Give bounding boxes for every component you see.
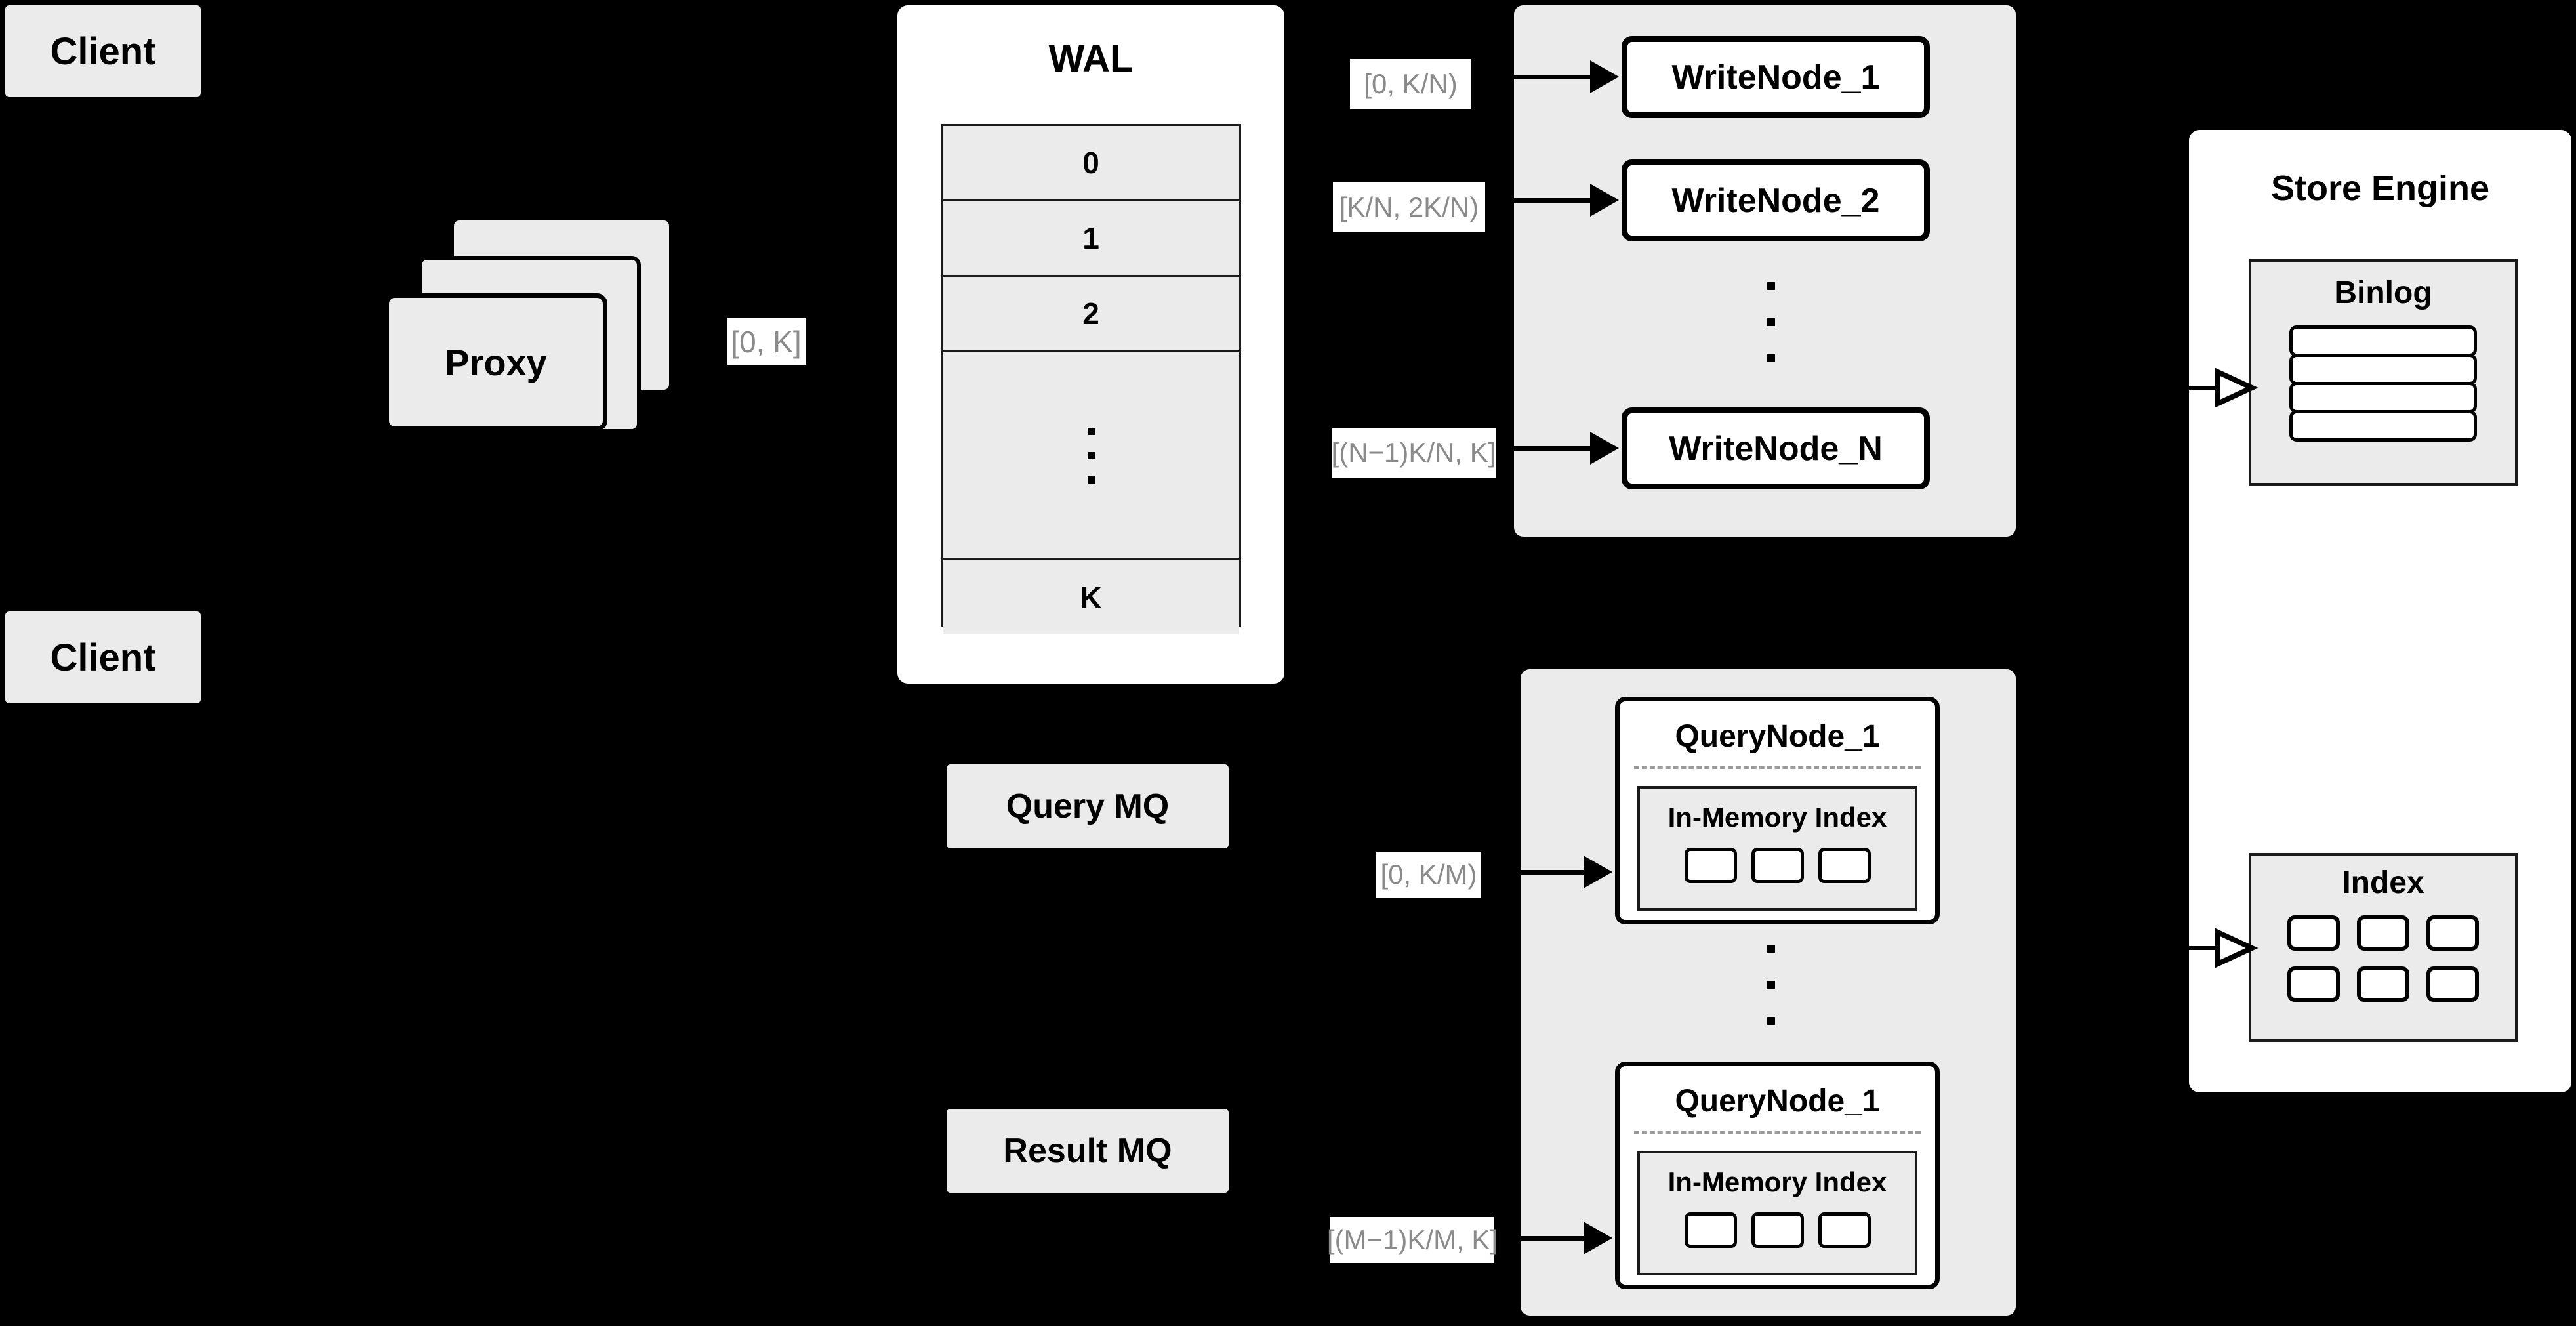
binlog-bar[interactable] [2289, 410, 2477, 442]
index-cell[interactable] [1751, 1212, 1804, 1248]
ellipsis-dot [1767, 354, 1775, 362]
query-node-box-2[interactable]: QueryNode_1 In-Memory Index [1615, 1062, 1940, 1289]
ellipsis-dot [1087, 476, 1095, 484]
arrow-head-open-index [2215, 928, 2259, 968]
index-cell[interactable] [2287, 915, 2340, 951]
binlog-bars [2289, 325, 2477, 442]
range-label-write-node-2: [K/N, 2K/N) [1333, 182, 1485, 232]
binlog-bar[interactable] [2289, 354, 2477, 385]
query-cluster-ellipsis [1767, 945, 1775, 1025]
store-engine-title: Store Engine [2270, 169, 2490, 208]
wal-row[interactable]: 1 [943, 201, 1239, 277]
ellipsis-dot [1087, 451, 1095, 459]
arrow-head-write-n [1590, 432, 1619, 465]
wal-row[interactable]: 2 [943, 277, 1239, 352]
arrow-head-query-m [1584, 1222, 1612, 1254]
client-label-2: Client [50, 636, 156, 679]
wal-row-label: 1 [1082, 221, 1099, 255]
query-mq-box[interactable]: Query MQ [947, 764, 1229, 848]
wal-table: 0 1 2 K [941, 124, 1241, 634]
write-node-label-n: WriteNode_N [1669, 429, 1883, 468]
wal-row[interactable]: K [943, 560, 1239, 634]
proxy-label: Proxy [445, 341, 547, 383]
query-node-box-1[interactable]: QueryNode_1 In-Memory Index [1615, 697, 1940, 924]
arrow-head-write-2 [1590, 184, 1619, 217]
ellipsis-dot [1767, 945, 1775, 953]
ellipsis-dot [1767, 1017, 1775, 1025]
in-memory-index-title-2: In-Memory Index [1667, 1167, 1887, 1197]
binlog-bar[interactable] [2289, 382, 2477, 413]
wal-row-label: 2 [1082, 297, 1099, 331]
query-node-title-1: QueryNode_1 [1675, 719, 1880, 754]
index-cells-row-2 [2251, 966, 2515, 1002]
range-label-query-node-m: [(M−1)K/M, K] [1327, 1217, 1498, 1263]
write-node-box-1[interactable]: WriteNode_1 [1622, 36, 1930, 118]
index-group: Index [2249, 853, 2518, 1042]
binlog-group: Binlog [2249, 259, 2518, 486]
range-label-write-node-1: [0, K/N) [1350, 59, 1471, 109]
in-memory-index-cells-1 [1640, 848, 1915, 883]
write-node-box-n[interactable]: WriteNode_N [1622, 407, 1930, 489]
index-cell[interactable] [2357, 915, 2409, 951]
index-cell[interactable] [1684, 848, 1737, 883]
client-box-2[interactable]: Client [5, 611, 201, 703]
index-cell[interactable] [2426, 966, 2479, 1002]
ellipsis-dot [1767, 282, 1775, 290]
arrow-line-query-1 [1521, 870, 1593, 875]
arrow-line-binlog [2184, 386, 2218, 390]
result-mq-box[interactable]: Result MQ [947, 1109, 1229, 1193]
wal-row[interactable]: 0 [943, 126, 1239, 201]
index-cells-row-1 [2251, 915, 2515, 951]
client-label-1: Client [50, 30, 156, 73]
index-cell[interactable] [2426, 915, 2479, 951]
index-cell[interactable] [2357, 966, 2409, 1002]
range-label-query-node-1: [0, K/M) [1376, 852, 1481, 898]
index-cell[interactable] [1751, 848, 1804, 883]
query-node-separator-2 [1634, 1131, 1921, 1134]
index-cell[interactable] [2287, 966, 2340, 1002]
binlog-title: Binlog [2334, 276, 2432, 310]
arrow-line-index [2184, 946, 2218, 950]
query-node-separator-1 [1634, 766, 1921, 769]
in-memory-index-1: In-Memory Index [1637, 786, 1917, 911]
client-box-1[interactable]: Client [5, 5, 201, 97]
ellipsis-dot [1087, 427, 1095, 435]
in-memory-index-cells-2 [1640, 1212, 1915, 1248]
arrow-head-query-1 [1584, 856, 1612, 888]
range-label-proxy-out: [0, K] [727, 318, 806, 365]
binlog-bar[interactable] [2289, 325, 2477, 357]
write-node-box-2[interactable]: WriteNode_2 [1622, 159, 1930, 241]
arrow-head-write-1 [1590, 60, 1619, 93]
in-memory-index-title-1: In-Memory Index [1667, 802, 1887, 833]
wal-row-label: 0 [1082, 146, 1099, 180]
result-mq-label: Result MQ [1003, 1132, 1172, 1170]
write-cluster-ellipsis [1767, 282, 1775, 362]
wal-title: WAL [1048, 37, 1134, 80]
arrow-line-query-m [1521, 1236, 1593, 1241]
arrow-head-open-binlog [2215, 367, 2259, 408]
index-cell[interactable] [1818, 848, 1871, 883]
write-node-label-1: WriteNode_1 [1671, 58, 1880, 96]
ellipsis-dot [1767, 981, 1775, 989]
arrow-line-write-n [1514, 446, 1593, 451]
in-memory-index-2: In-Memory Index [1637, 1151, 1917, 1275]
write-node-label-2: WriteNode_2 [1671, 181, 1880, 220]
index-cell[interactable] [1684, 1212, 1737, 1248]
ellipsis-dot [1767, 318, 1775, 326]
wal-row-label: K [1080, 580, 1102, 615]
query-node-title-2: QueryNode_1 [1675, 1084, 1880, 1119]
arrow-line-write-1 [1514, 75, 1593, 79]
arrow-line-write-2 [1514, 198, 1593, 203]
query-mq-label: Query MQ [1006, 787, 1170, 825]
range-label-write-node-n: [(N−1)K/N, K] [1332, 428, 1496, 478]
index-cell[interactable] [1818, 1212, 1871, 1248]
wal-row-ellipsis [943, 352, 1239, 560]
proxy-box[interactable]: Proxy [384, 293, 607, 431]
index-title: Index [2342, 865, 2424, 900]
